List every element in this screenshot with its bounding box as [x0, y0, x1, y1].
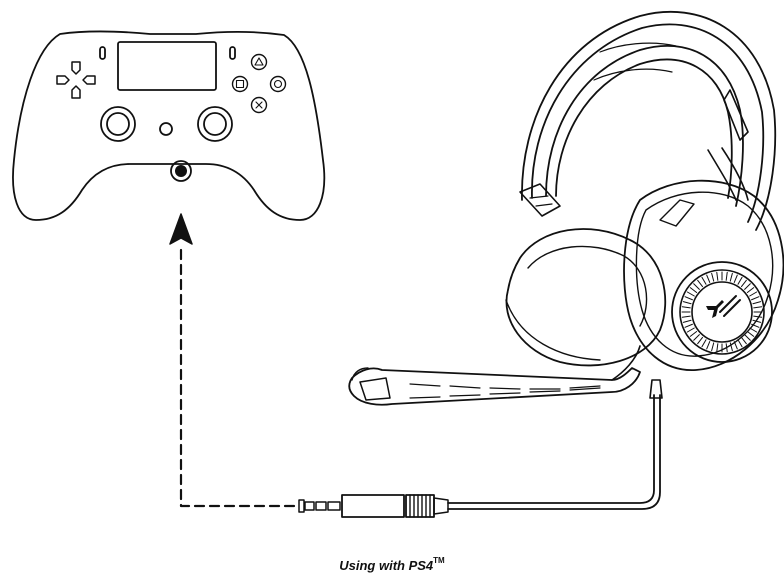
- plate-tick: [749, 327, 758, 333]
- cross-button: [250, 96, 268, 114]
- plate-tick: [746, 330, 755, 337]
- plate-tick: [746, 287, 755, 294]
- plate-tick: [740, 279, 747, 288]
- plate-tick: [684, 323, 693, 328]
- plate-tick: [693, 334, 700, 341]
- plate-tick: [752, 319, 762, 323]
- triangle-button: [250, 53, 268, 71]
- plate-tick: [701, 339, 707, 348]
- controller-body: [12, 30, 326, 221]
- plate-tick: [706, 341, 711, 350]
- caption-text: Using with PS4: [339, 558, 434, 573]
- plate-tick: [684, 296, 693, 301]
- plate-tick: [733, 341, 738, 350]
- square-button: [231, 75, 249, 93]
- headset-cable: [447, 394, 661, 510]
- hyperx-logo-plate: [671, 261, 773, 363]
- left-thumbstick: [100, 106, 136, 142]
- plate-tick: [693, 283, 700, 290]
- share-button: [99, 46, 106, 60]
- plate-tick: [749, 291, 758, 297]
- plate-tick: [701, 276, 707, 285]
- plate-tick: [706, 274, 711, 283]
- plate-tick: [729, 272, 733, 282]
- plate-tick: [711, 342, 715, 352]
- plate-tick: [737, 339, 743, 348]
- ps-button: [159, 122, 173, 136]
- plate-tick: [753, 315, 763, 318]
- plate-tick: [751, 296, 760, 301]
- plate-tick: [744, 334, 751, 341]
- plate-tick: [697, 336, 704, 345]
- headset-illustration: [348, 11, 784, 406]
- plate-tick: [733, 274, 738, 283]
- touchpad: [117, 41, 217, 91]
- plate-tick: [737, 276, 743, 285]
- diagram-caption: Using with PS4TM: [0, 556, 784, 573]
- plate-tick: [725, 343, 728, 353]
- mic-boom: [348, 367, 641, 406]
- plate-tick: [681, 306, 691, 309]
- plate-tick: [725, 271, 728, 281]
- plate-tick: [740, 336, 747, 345]
- plate-tick: [682, 319, 692, 323]
- hyperx-logo: [706, 295, 741, 318]
- plate-tick: [682, 301, 692, 305]
- right-earcup: [623, 179, 784, 371]
- plate-tick: [751, 323, 760, 328]
- controller-illustration: [12, 30, 326, 221]
- plate-tick: [697, 279, 704, 288]
- face-buttons: [231, 53, 287, 114]
- headband: [521, 11, 777, 231]
- trademark-symbol: TM: [433, 556, 445, 565]
- plate-tick: [729, 342, 733, 352]
- right-thumbstick: [197, 106, 233, 142]
- plate-tick: [752, 301, 762, 305]
- options-button: [229, 46, 236, 60]
- left-earcup: [505, 228, 667, 367]
- plate-tick: [716, 343, 719, 353]
- dashed-connection-arrow: [169, 213, 300, 508]
- circle-button: [269, 75, 287, 93]
- arrow-head: [169, 213, 193, 245]
- headphone-jack: [170, 160, 192, 182]
- plate-tick: [686, 291, 695, 297]
- plate-tick: [753, 306, 763, 309]
- plate-tick: [686, 327, 695, 333]
- plate-tick: [681, 315, 691, 318]
- plate-tick: [689, 287, 698, 294]
- dpad: [56, 61, 96, 99]
- 3.5mm-plug: [298, 494, 449, 518]
- plate-tick: [711, 272, 715, 282]
- plate-tick: [744, 283, 751, 290]
- plate-tick: [716, 271, 719, 281]
- plate-tick: [689, 330, 698, 337]
